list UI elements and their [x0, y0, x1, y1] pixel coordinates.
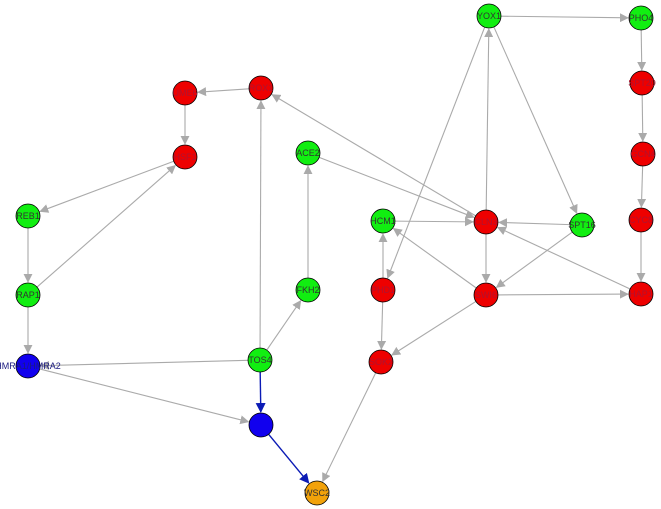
node-wsc2[interactable]: WSC2	[304, 480, 330, 506]
node-hcm1[interactable]: HCM1	[370, 208, 396, 234]
edge-hsf1-to-reb1	[39, 160, 174, 213]
node-circle[interactable]	[15, 353, 41, 379]
node-hap1[interactable]: HAP1	[628, 281, 654, 307]
edge-phd1-to-sok2	[377, 301, 387, 350]
node-yox1[interactable]: YOX1	[476, 3, 502, 29]
node-label: YOX1	[477, 11, 501, 21]
node-circle[interactable]	[295, 277, 321, 303]
node-circle[interactable]	[248, 75, 274, 101]
node-label: FKH2	[296, 285, 319, 295]
edge-rox1-to-ume6	[197, 87, 250, 97]
node-circle[interactable]	[368, 349, 394, 375]
edge-swi6-to-hap1	[497, 289, 629, 299]
node-ume6[interactable]: UME6	[172, 80, 198, 106]
node-hsf1[interactable]: HSF1	[172, 144, 198, 170]
node-swi6[interactable]: SWI6	[473, 282, 499, 308]
node-hmra[interactable]: HMRA1/HMRA2	[0, 353, 61, 379]
node-cyc8[interactable]: CYC8	[628, 207, 654, 233]
edge-cln3-to-yox1	[484, 28, 494, 211]
node-label: ROX1	[249, 83, 274, 93]
edge-yox1-to-phd1	[386, 26, 486, 279]
node-circle[interactable]	[569, 212, 595, 238]
edge-hap1-to-cln3	[496, 226, 631, 290]
node-sok2[interactable]: SOK2	[368, 349, 394, 375]
edge-swi6-to-hcm1	[392, 228, 477, 289]
edge-pho4-to-spt20	[637, 29, 647, 71]
node-label: CLN3	[474, 217, 497, 227]
node-circle[interactable]	[304, 480, 330, 506]
node-label: GCN4	[630, 149, 655, 159]
node-circle[interactable]	[370, 277, 396, 303]
edge-gcn4-to-cyc8	[637, 165, 647, 208]
node-spt20[interactable]: SPT20	[628, 70, 656, 96]
edge-yox1-to-pho4	[500, 13, 629, 23]
edge-spt20-to-gcn4	[638, 94, 648, 142]
node-cln3[interactable]: CLN3	[473, 209, 499, 235]
edge-tos4-to-hmra	[40, 359, 249, 370]
node-pho4[interactable]: PHO4	[628, 5, 654, 31]
node-rap1[interactable]: RAP1	[15, 282, 41, 308]
node-circle[interactable]	[628, 5, 654, 31]
edge-blue2-to-wsc2	[268, 433, 310, 484]
edge-tos4-to-rox1	[256, 100, 266, 349]
edge-sok2-to-wsc2	[322, 372, 377, 483]
node-circle[interactable]	[630, 141, 656, 167]
edge-yox1-to-spt16	[493, 26, 578, 214]
edge-cln3-to-rox1	[271, 94, 476, 217]
node-ace2[interactable]: ACE2	[295, 140, 321, 166]
node-circle[interactable]	[172, 144, 198, 170]
node-label: HMRA1/HMRA2	[0, 361, 61, 371]
node-label: REB1	[16, 211, 40, 221]
node-circle[interactable]	[248, 412, 274, 438]
edge-tos4-to-fkh2	[266, 299, 302, 351]
node-circle[interactable]	[473, 282, 499, 308]
node-tos4[interactable]: TOS4	[247, 347, 273, 373]
node-circle[interactable]	[370, 208, 396, 234]
node-label: SPT20	[628, 78, 656, 88]
node-label: SPT16	[568, 220, 596, 230]
edge-swi6-to-sok2	[391, 300, 477, 356]
node-circle[interactable]	[628, 207, 654, 233]
node-circle[interactable]	[247, 347, 273, 373]
node-circle[interactable]	[295, 140, 321, 166]
node-label: CYC8	[629, 215, 653, 225]
node-spt16[interactable]: SPT16	[568, 212, 596, 238]
node-reb1[interactable]: REB1	[15, 203, 41, 229]
node-label: SOK2	[369, 357, 393, 367]
edge-hcm1-to-cln3	[394, 217, 474, 227]
edge-spt16-to-cln3	[498, 218, 571, 228]
node-circle[interactable]	[476, 3, 502, 29]
edge-ace2-to-cln3	[318, 156, 475, 219]
edge-rap1-to-hsf1	[36, 164, 176, 288]
node-label: HAP1	[629, 289, 653, 299]
node-circle[interactable]	[473, 209, 499, 235]
node-label: UME6	[172, 88, 197, 98]
edges-layer	[23, 13, 648, 484]
node-gcn4[interactable]: GCN4	[630, 141, 656, 167]
edge-tos4-to-blue2	[255, 371, 266, 414]
node-blue2[interactable]	[248, 412, 274, 438]
node-fkh2[interactable]: FKH2	[295, 277, 321, 303]
node-label: HSF1	[173, 152, 196, 162]
node-circle[interactable]	[15, 282, 41, 308]
node-circle[interactable]	[629, 70, 655, 96]
node-label: HCM1	[370, 216, 396, 226]
edge-spt16-to-swi6	[495, 231, 573, 288]
node-rox1[interactable]: ROX1	[248, 75, 274, 101]
node-label: TOS4	[248, 355, 271, 365]
node-label: WSC2	[304, 488, 330, 498]
node-label: PHD1	[371, 285, 395, 295]
node-label: ACE2	[296, 148, 320, 158]
node-phd1[interactable]: PHD1	[370, 277, 396, 303]
node-label: SWI6	[475, 290, 497, 300]
node-circle[interactable]	[628, 281, 654, 307]
node-circle[interactable]	[15, 203, 41, 229]
node-label: RAP1	[16, 290, 40, 300]
node-circle[interactable]	[172, 80, 198, 106]
node-label: PHO4	[629, 13, 654, 23]
edge-hmra-to-blue2	[39, 368, 250, 425]
